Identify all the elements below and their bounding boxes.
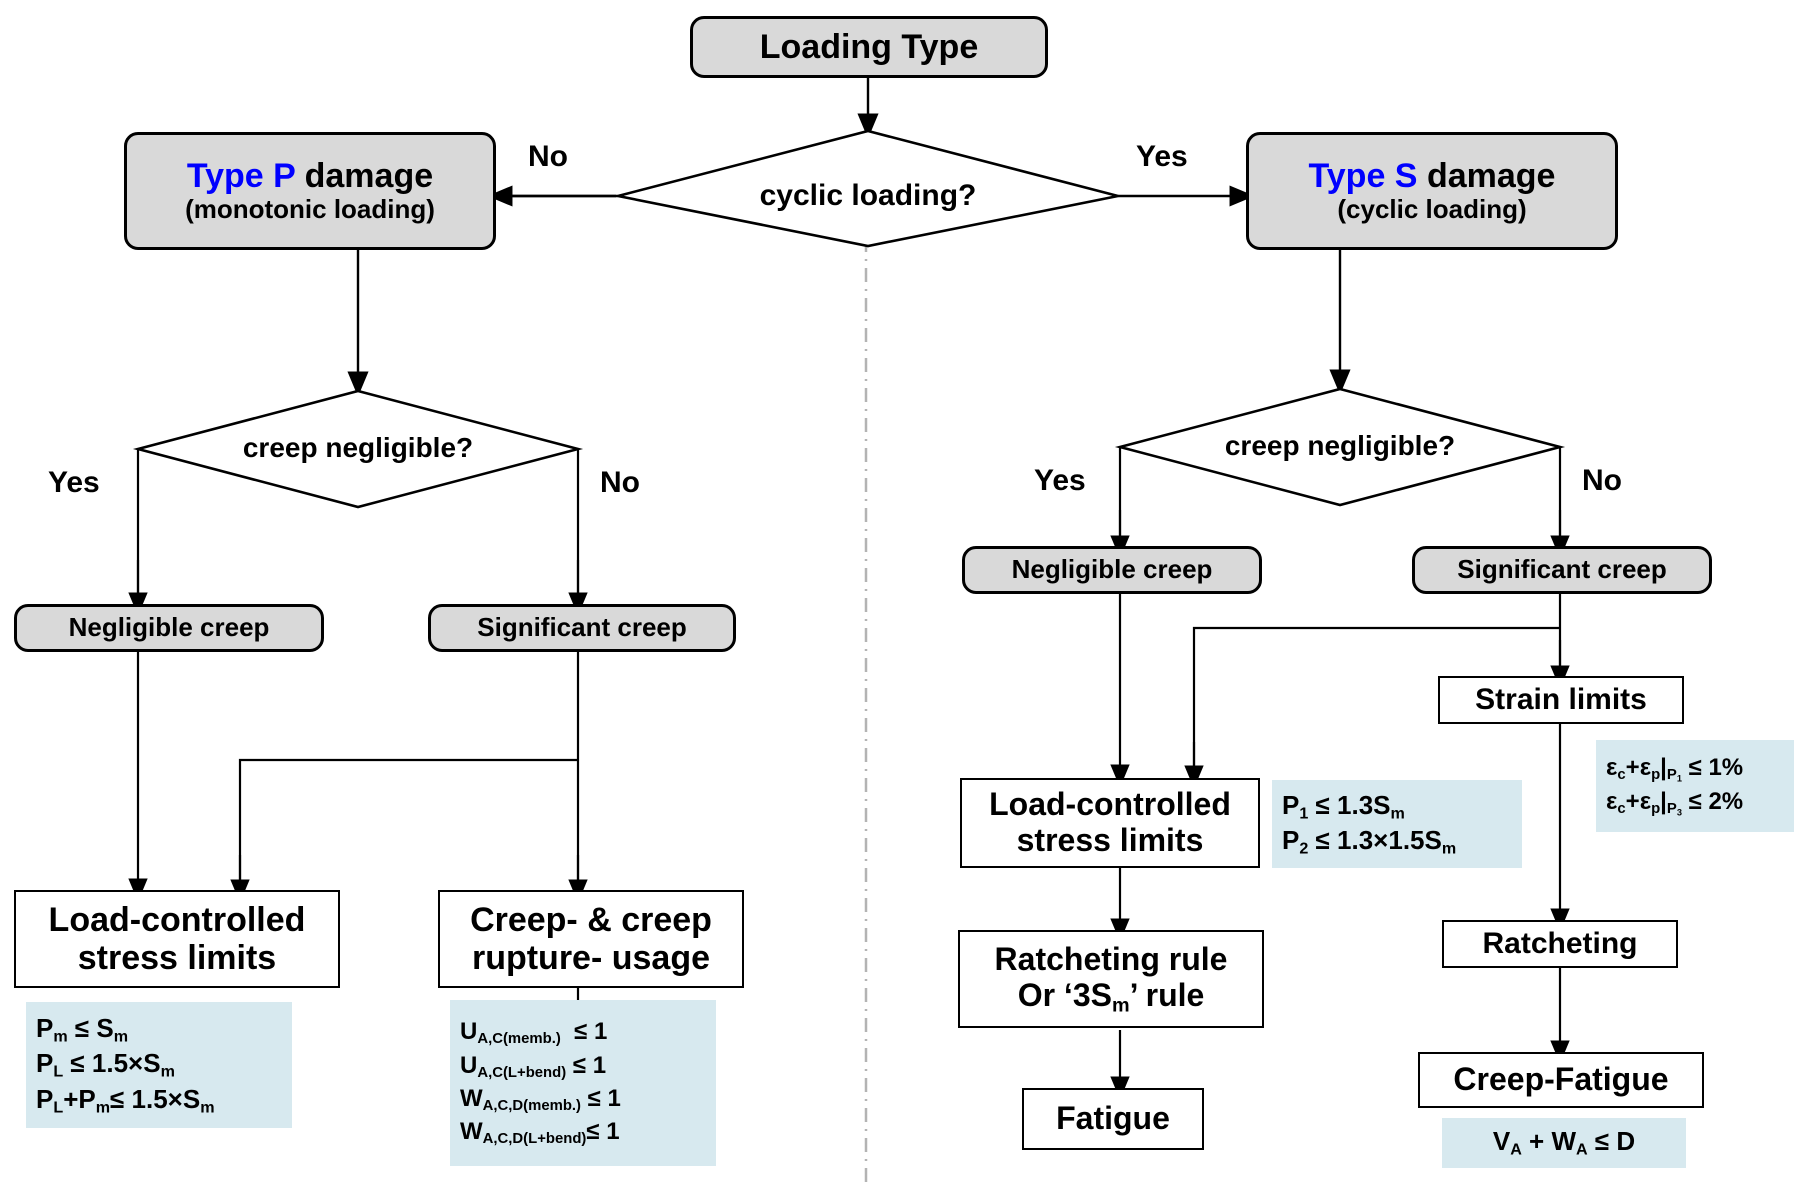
formula-creep-fatigue: VA + WA ≤ D — [1442, 1118, 1686, 1168]
ratcheting-rule-line2: Or ‘3Sm’ rule — [1017, 976, 1205, 1017]
node-right-load-controlled[interactable]: Load-controlled stress limits — [960, 778, 1260, 868]
decision-creep-right — [1114, 387, 1566, 507]
node-fatigue[interactable]: Fatigue — [1022, 1088, 1204, 1150]
formula-line: WA,C,D(memb.) ≤ 1 — [460, 1085, 621, 1115]
node-type-p-damage[interactable]: Type P damage (monotonic loading) — [124, 132, 496, 250]
node-creep-fatigue[interactable]: Creep-Fatigue — [1418, 1052, 1704, 1108]
formula-line: PL ≤ 1.5×Sm — [36, 1048, 175, 1081]
decision-creep-left — [132, 389, 584, 509]
formula-right-load-limits: P1 ≤ 1.3Sm P2 ≤ 1.3×1.5Sm — [1272, 780, 1522, 868]
decision-creep-left-label: creep negligible? — [242, 432, 474, 463]
node-left-negligible-creep[interactable]: Negligible creep — [14, 604, 324, 652]
formula-line: P2 ≤ 1.3×1.5Sm — [1282, 825, 1457, 858]
node-type-p-title: Type P damage — [187, 157, 433, 195]
node-left-significant-creep[interactable]: Significant creep — [428, 604, 736, 652]
edge-label-cyclic-yes: Yes — [1136, 140, 1188, 173]
edge-label-left-no: No — [600, 466, 640, 499]
node-type-s-damage[interactable]: Type S damage (cyclic loading) — [1246, 132, 1618, 250]
type-s-prefix: Type S — [1308, 157, 1418, 196]
formula-line: UA,C(memb.) ≤ 1 — [460, 1018, 608, 1048]
edge-label-right-yes: Yes — [1034, 464, 1086, 497]
decision-cyclic-label: cyclic loading? — [759, 179, 977, 212]
node-left-load-controlled[interactable]: Load-controlled stress limits — [14, 890, 340, 988]
node-type-s-subtitle: (cyclic loading) — [1337, 194, 1527, 225]
decision-creep-right-label: creep negligible? — [1224, 430, 1456, 461]
node-type-s-title: Type S damage — [1309, 157, 1556, 195]
node-strain-limits[interactable]: Strain limits — [1438, 676, 1684, 724]
node-ratcheting[interactable]: Ratcheting — [1442, 920, 1678, 968]
type-p-suffix: damage — [295, 157, 434, 196]
formula-strain-limits: εc+εp|P1 ≤ 1% εc+εp|P3 ≤ 2% — [1596, 740, 1794, 832]
node-ratcheting-rule[interactable]: Ratcheting rule Or ‘3Sm’ rule — [958, 930, 1264, 1028]
edge-label-left-yes: Yes — [48, 466, 100, 499]
formula-left-creep-usage: UA,C(memb.) ≤ 1 UA,C(L+bend) ≤ 1 WA,C,D(… — [450, 1000, 716, 1166]
type-p-prefix: Type P — [186, 157, 296, 196]
edge-label-cyclic-no: No — [528, 140, 568, 173]
node-loading-type-label: Loading Type — [759, 27, 979, 66]
formula-line: εc+εp|P3 ≤ 2% — [1606, 788, 1744, 818]
type-s-suffix: damage — [1417, 157, 1556, 196]
node-right-significant-creep[interactable]: Significant creep — [1412, 546, 1712, 594]
formula-line: Pm ≤ Sm — [36, 1012, 129, 1046]
formula-line: VA + WA ≤ D — [1492, 1126, 1636, 1159]
node-loading-type[interactable]: Loading Type — [690, 16, 1048, 78]
node-type-p-subtitle: (monotonic loading) — [185, 194, 435, 225]
formula-line: εc+εp|P1 ≤ 1% — [1606, 754, 1744, 785]
decision-cyclic — [617, 129, 1119, 248]
formula-line: P1 ≤ 1.3Sm — [1282, 789, 1405, 823]
formula-left-load-limits: Pm ≤ Sm PL ≤ 1.5×Sm PL+Pm≤ 1.5×Sm — [26, 1002, 292, 1128]
formula-line: PL+Pm≤ 1.5×Sm — [36, 1083, 215, 1117]
edge-label-right-no: No — [1582, 464, 1622, 497]
node-left-creep-rupture[interactable]: Creep- & creep rupture- usage — [438, 890, 744, 988]
formula-line: UA,C(L+bend) ≤ 1 — [460, 1051, 607, 1081]
formula-line: WA,C,D(L+bend)≤ 1 — [460, 1118, 620, 1148]
node-right-negligible-creep[interactable]: Negligible creep — [962, 546, 1262, 594]
